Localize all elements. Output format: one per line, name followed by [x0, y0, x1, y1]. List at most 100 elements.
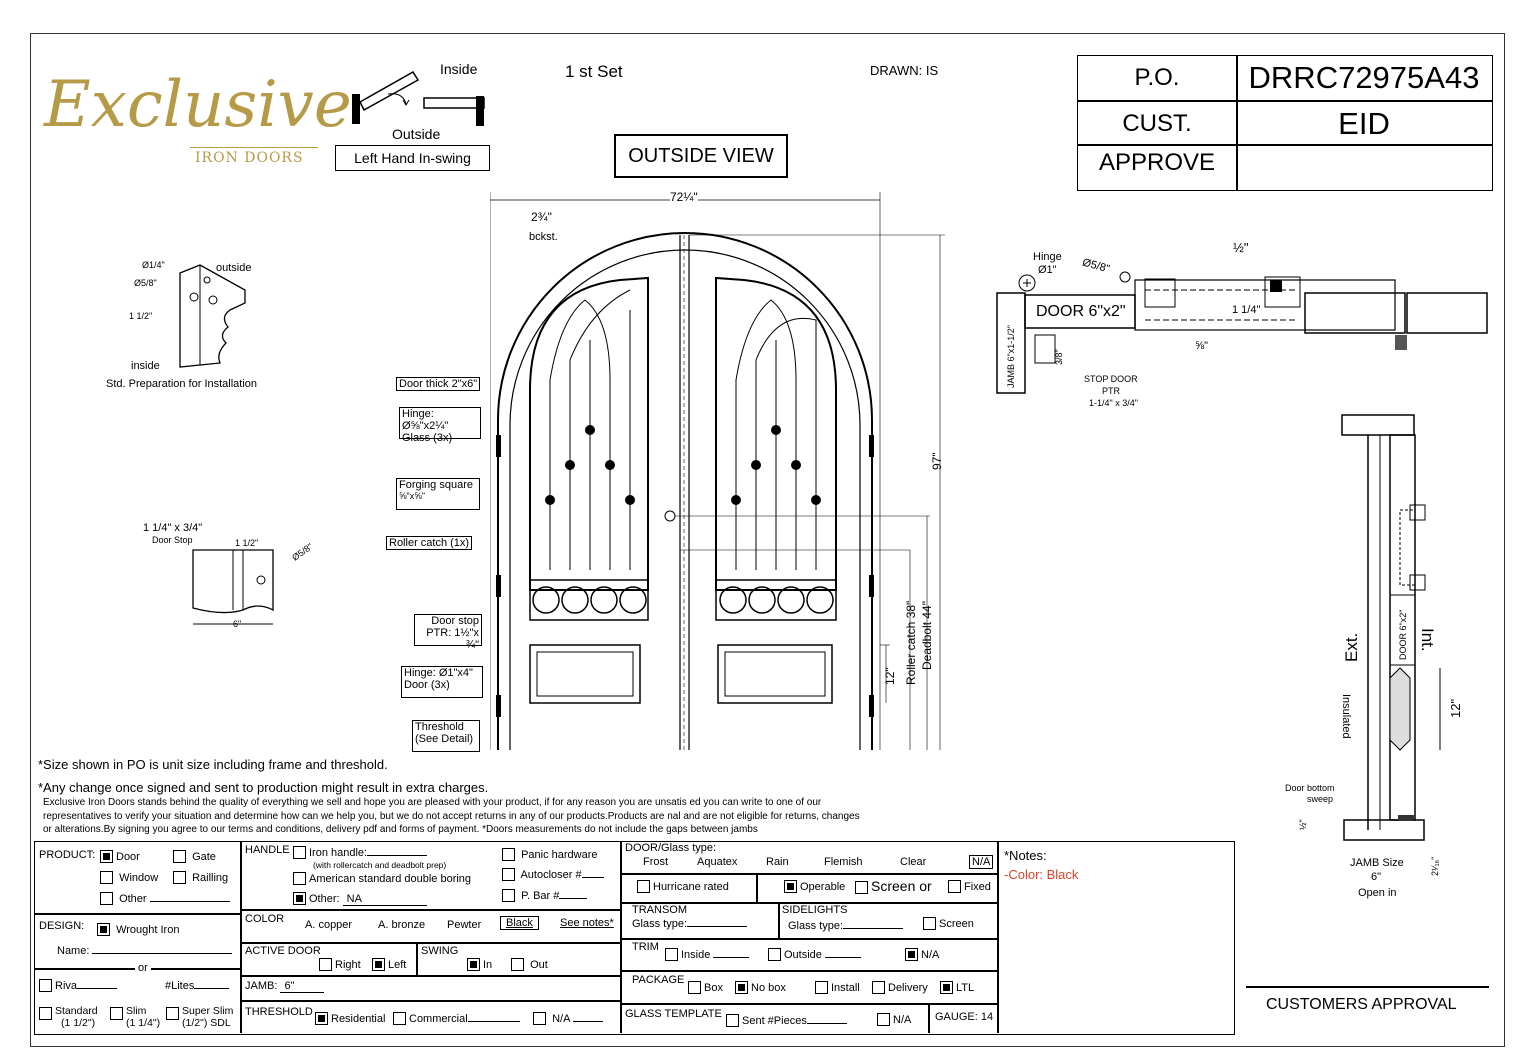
- autocloser-option[interactable]: Autocloser #: [502, 868, 604, 881]
- other-checkbox[interactable]: [100, 892, 113, 905]
- right-checkbox[interactable]: [319, 958, 332, 971]
- wrought-checkbox[interactable]: [97, 923, 110, 936]
- gate-checkbox[interactable]: [173, 850, 186, 863]
- left-checkbox[interactable]: [372, 958, 385, 971]
- trim-outside[interactable]: Outside: [768, 948, 861, 961]
- color-see-notes[interactable]: See notes*: [560, 917, 614, 929]
- handle-other-option[interactable]: Other: NA: [293, 892, 427, 906]
- box-checkbox[interactable]: [688, 981, 701, 994]
- out-checkbox[interactable]: [511, 958, 524, 971]
- stop-line2: PTR: 1½"x ¾": [426, 627, 479, 651]
- threshold-residential[interactable]: Residential: [315, 1012, 385, 1025]
- riva-option[interactable]: Riva: [39, 979, 118, 992]
- screen-option[interactable]: Screen: [923, 917, 974, 930]
- product-other[interactable]: Other: [100, 892, 230, 905]
- other-text: Other: [119, 893, 147, 905]
- superslim-option[interactable]: Super Slim(1/2") SDL: [166, 1005, 233, 1029]
- swing-out[interactable]: Out: [511, 958, 548, 971]
- product-label: PRODUCT:: [39, 849, 96, 861]
- lites-field[interactable]: #Lites: [165, 980, 230, 992]
- color-pewter[interactable]: Pewter: [447, 919, 482, 931]
- template-na[interactable]: N/A: [877, 1013, 911, 1026]
- template-na-checkbox[interactable]: [877, 1013, 890, 1026]
- trim-inside[interactable]: Inside: [665, 948, 750, 961]
- glass-clear[interactable]: Clear: [900, 856, 927, 868]
- glass-frost[interactable]: Frost: [643, 856, 669, 868]
- screen-or-option[interactable]: Screen or: [855, 878, 932, 894]
- lites-label: #Lites: [165, 980, 195, 992]
- standard-checkbox[interactable]: [39, 1007, 52, 1020]
- american-option[interactable]: American standard double boring: [293, 872, 471, 885]
- threshold-na[interactable]: N/A: [533, 1012, 603, 1025]
- railing-checkbox[interactable]: [173, 871, 186, 884]
- standard-option[interactable]: Standard(1 1/2"): [39, 1005, 98, 1029]
- template-sent[interactable]: Sent #Pieces: [726, 1014, 847, 1027]
- operable-option[interactable]: Operable: [784, 880, 845, 893]
- glass-na[interactable]: N/A: [969, 855, 994, 869]
- american-checkbox[interactable]: [293, 872, 306, 885]
- fixed-checkbox[interactable]: [948, 880, 961, 893]
- window-checkbox[interactable]: [100, 871, 113, 884]
- package-box[interactable]: Box: [688, 981, 723, 994]
- in-checkbox[interactable]: [467, 958, 480, 971]
- jamb-field[interactable]: JAMB: 6": [245, 980, 325, 993]
- ltl-checkbox[interactable]: [940, 981, 953, 994]
- top-stop2: PTR: [1102, 386, 1120, 396]
- pbar-option[interactable]: P. Bar #: [502, 889, 588, 902]
- product-door[interactable]: Door: [100, 850, 140, 863]
- handle-other-checkbox[interactable]: [293, 892, 306, 905]
- package-install[interactable]: Install: [815, 981, 860, 994]
- package-delivery[interactable]: Delivery: [872, 981, 928, 994]
- active-right[interactable]: Right: [319, 958, 361, 971]
- design-name[interactable]: Name:: [57, 945, 233, 957]
- door-checkbox[interactable]: [100, 850, 113, 863]
- fixed-option[interactable]: Fixed: [948, 880, 991, 893]
- sent-checkbox[interactable]: [726, 1014, 739, 1027]
- package-ltl[interactable]: LTL: [940, 981, 974, 994]
- design-wrought[interactable]: Wrought Iron: [97, 923, 179, 936]
- package-nobox[interactable]: No box: [735, 981, 786, 994]
- commercial-checkbox[interactable]: [393, 1012, 406, 1025]
- trim-inside-checkbox[interactable]: [665, 948, 678, 961]
- swing-in[interactable]: In: [467, 958, 492, 971]
- screen-checkbox[interactable]: [923, 917, 936, 930]
- threshold-na-checkbox[interactable]: [533, 1012, 546, 1025]
- nobox-checkbox[interactable]: [735, 981, 748, 994]
- top-half: ½": [1233, 240, 1249, 255]
- product-window[interactable]: Window: [100, 871, 158, 884]
- iron-handle-option[interactable]: Iron handle:: [293, 846, 428, 859]
- superslim-checkbox[interactable]: [166, 1007, 179, 1020]
- hurricane-option[interactable]: Hurricane rated: [637, 880, 729, 893]
- trim-na-checkbox[interactable]: [905, 948, 918, 961]
- pbar-checkbox[interactable]: [502, 889, 515, 902]
- product-railing[interactable]: Railling: [173, 871, 228, 884]
- threshold-commercial[interactable]: Commercial: [393, 1012, 520, 1025]
- panic-option[interactable]: Panic hardware: [502, 848, 598, 861]
- color-copper[interactable]: A. copper: [305, 919, 353, 931]
- hurricane-checkbox[interactable]: [637, 880, 650, 893]
- jamb-value[interactable]: 6": [280, 980, 325, 993]
- product-gate[interactable]: Gate: [173, 850, 216, 863]
- handle-other-value[interactable]: NA: [342, 893, 427, 906]
- glass-rain[interactable]: Rain: [766, 856, 789, 868]
- color-black[interactable]: Black: [500, 916, 539, 930]
- sidelights-glass[interactable]: Glass type:: [788, 920, 904, 932]
- glass-aquatex[interactable]: Aquatex: [697, 856, 738, 868]
- active-left[interactable]: Left: [372, 958, 406, 971]
- trim-outside-checkbox[interactable]: [768, 948, 781, 961]
- slim-checkbox[interactable]: [110, 1007, 123, 1020]
- glass-flemish[interactable]: Flemish: [824, 856, 863, 868]
- trim-na[interactable]: N/A: [905, 948, 939, 961]
- operable-checkbox[interactable]: [784, 880, 797, 893]
- panic-checkbox[interactable]: [502, 848, 515, 861]
- autocloser-checkbox[interactable]: [502, 868, 515, 881]
- iron-handle-checkbox[interactable]: [293, 846, 306, 859]
- residential-checkbox[interactable]: [315, 1012, 328, 1025]
- install-checkbox[interactable]: [815, 981, 828, 994]
- slim-option[interactable]: Slim(1 1/4"): [110, 1005, 160, 1029]
- color-bronze[interactable]: A. bronze: [378, 919, 426, 931]
- riva-checkbox[interactable]: [39, 979, 52, 992]
- screen-or-checkbox[interactable]: [855, 881, 868, 894]
- delivery-checkbox[interactable]: [872, 981, 885, 994]
- transom-glass[interactable]: Glass type:: [632, 918, 748, 930]
